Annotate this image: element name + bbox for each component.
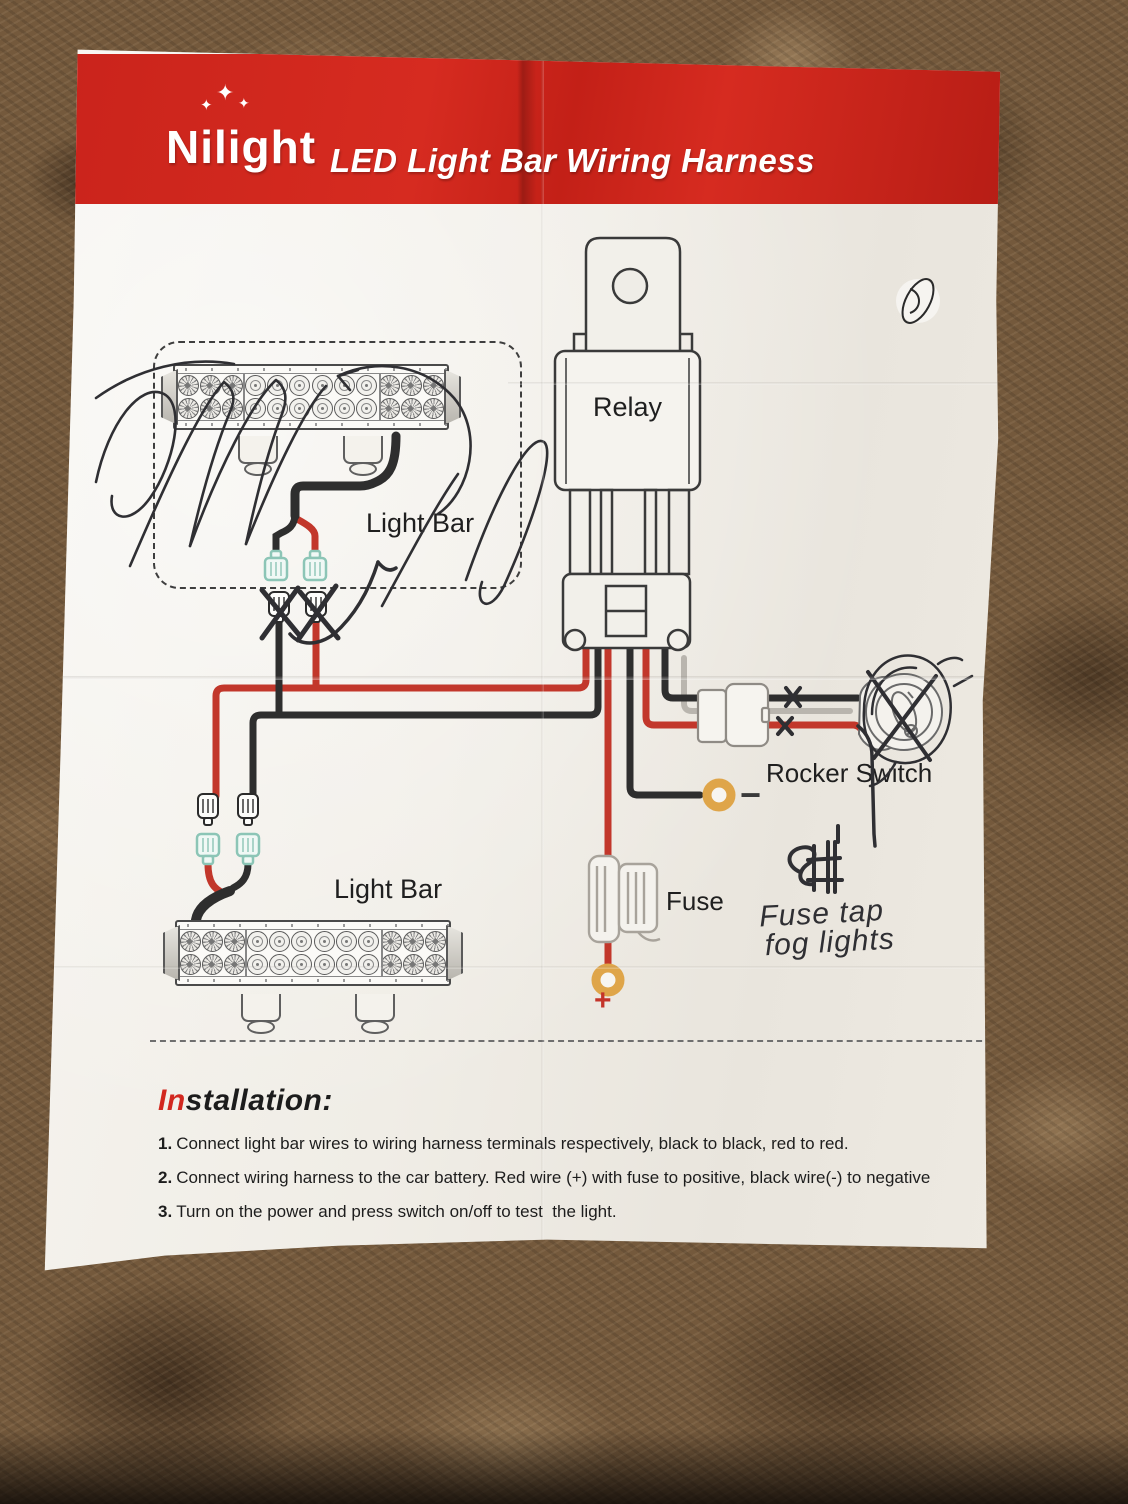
plain-led-icon: [268, 954, 290, 975]
sparkle-icon: ✦: [216, 80, 235, 105]
gray-wire: [681, 655, 853, 714]
reflector-led-icon: [224, 931, 246, 952]
installation-section: Installation: 1.Connect light bar wires …: [158, 1084, 998, 1236]
reflector-led-icon: [179, 954, 201, 975]
light-bar-rail: [177, 976, 449, 984]
positive-ring-terminal: [591, 963, 625, 997]
light-bar-bottom: [163, 920, 463, 986]
reflector-led-icon: [425, 931, 447, 952]
bracket-foot: [349, 462, 377, 476]
black-wires: [191, 431, 862, 925]
plain-led-icon: [358, 954, 380, 975]
pen-annotations: [94, 360, 974, 894]
reflector-led-icon: [425, 954, 447, 975]
plain-led-icon: [268, 931, 290, 952]
positive-sign: +: [594, 984, 612, 1017]
reflector-led-icon: [423, 375, 445, 396]
reflector-led-icon: [177, 375, 199, 396]
pen-swoosh: [288, 560, 380, 645]
pen-line-to-fuse-tap: [856, 724, 877, 848]
bracket-foot: [247, 1020, 275, 1034]
qc-stamp-icon: [896, 278, 940, 324]
led-section-divider: [243, 374, 245, 420]
plain-led-icon: [313, 931, 335, 952]
led-section-divider: [381, 930, 383, 976]
fuse-tap-sketch: [787, 824, 844, 894]
installation-step: 1.Connect light bar wires to wiring harn…: [158, 1134, 849, 1153]
negative-ring-terminal: [702, 778, 736, 812]
reflector-led-icon: [400, 375, 422, 396]
led-row: [177, 953, 449, 976]
switch-connector: [696, 682, 771, 748]
pen-x-wires: [776, 686, 802, 736]
mounting-bracket: [343, 436, 383, 464]
light-bar-bottom-label: Light Bar: [334, 874, 443, 904]
handwritten-note-line2: fog lights: [763, 921, 896, 962]
handwritten-note: Fuse tap fog lights: [758, 894, 896, 962]
light-bar-top-label: Light Bar: [366, 508, 475, 538]
brand-logo: Nilight: [166, 121, 317, 173]
plain-led-icon: [289, 375, 311, 396]
reflector-led-icon: [400, 398, 422, 419]
reflector-led-icon: [402, 954, 424, 975]
installation-heading: Installation:: [158, 1084, 333, 1117]
light-bar-rail: [175, 366, 447, 374]
bracket-foot: [361, 1020, 389, 1034]
led-row: [177, 930, 449, 953]
female-spade-connectors: [195, 549, 328, 866]
plain-led-icon: [333, 398, 355, 419]
plain-led-icon: [356, 398, 378, 419]
page-title: LED Light Bar Wiring Harness: [330, 142, 815, 179]
plain-led-icon: [356, 375, 378, 396]
wiring-diagram-lineart: [191, 236, 943, 997]
plain-led-icon: [246, 954, 268, 975]
reflector-led-icon: [402, 931, 424, 952]
reflector-led-icon: [201, 954, 223, 975]
plain-led-icon: [313, 954, 335, 975]
reflector-led-icon: [201, 931, 223, 952]
led-section-divider: [245, 930, 247, 976]
pen-x-connectors: [259, 583, 341, 643]
relay-symbol: [553, 236, 702, 652]
plain-led-icon: [311, 398, 333, 419]
pen-scribble: [94, 360, 549, 608]
plain-led-icon: [246, 931, 268, 952]
plain-led-icon: [335, 931, 357, 952]
pen-swoosh: [376, 560, 398, 572]
section-separator: [150, 1040, 1001, 1042]
light-bar-rail: [175, 420, 447, 428]
fuse-symbol: [587, 854, 661, 944]
relay-label: Relay: [592, 392, 663, 422]
installation-step: 3.Turn on the power and press switch on/…: [158, 1202, 617, 1221]
plain-led-icon: [291, 931, 313, 952]
led-row: [175, 374, 447, 397]
plain-led-icon: [266, 375, 288, 396]
plain-led-icon: [244, 375, 266, 396]
fuse-label: Fuse: [666, 886, 724, 916]
negative-sign: −: [740, 774, 762, 815]
plain-led-icon: [358, 931, 380, 952]
header-band: ✦ ✦ ✦ Nilight LED Light Bar Wiring Harne…: [44, 54, 1001, 204]
reflector-led-icon: [224, 954, 246, 975]
instruction-sheet: ✦ ✦ ✦ Nilight LED Light Bar Wiring Harne…: [44, 49, 1001, 1271]
plain-led-icon: [335, 954, 357, 975]
plain-led-icon: [291, 954, 313, 975]
pen-x-switch: [862, 654, 974, 788]
reflector-led-icon: [179, 931, 201, 952]
sparkle-icon: ✦: [200, 97, 213, 114]
relay-mount-hole: [611, 267, 649, 305]
installation-step: 2.Connect wiring harness to the car batt…: [158, 1168, 931, 1187]
light-bar-rail: [177, 922, 449, 930]
sparkle-icon: ✦: [238, 95, 250, 111]
reflector-led-icon: [177, 398, 199, 419]
reflector-led-icon: [423, 398, 445, 419]
light-bar-top: [161, 364, 461, 430]
led-section-divider: [379, 374, 381, 420]
